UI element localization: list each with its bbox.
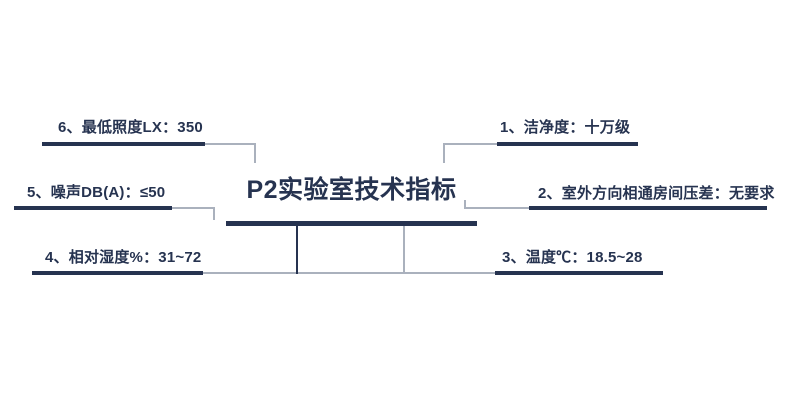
connector-item-5-horizontal [172,207,215,209]
central-topic-underline [226,221,477,226]
node-item-2-pressure-difference: 2、室外方向相通房间压差：无要求 [538,185,775,202]
connector-item-2-elbow [464,200,466,209]
node-item-2-underline [529,206,767,210]
connector-bridge-right-vertical [403,226,405,274]
connector-item-2-horizontal [464,207,529,209]
connector-item-1-elbow [443,143,445,163]
node-item-5-underline [14,206,172,210]
node-item-5-noise: 5、噪声DB(A)：≤50 [27,184,166,201]
connector-item-6-elbow [254,143,256,163]
node-item-4-underline [32,271,203,275]
connector-bottom-bridge [203,272,495,274]
node-item-1-underline [497,142,638,146]
node-item-6-underline [42,142,205,146]
node-item-3-underline [495,271,663,275]
connector-item-1-horizontal [443,143,497,145]
node-item-4-relative-humidity: 4、相对湿度%：31~72 [45,249,202,266]
connector-bridge-left-vertical [296,226,298,274]
node-item-6-minimum-illumination: 6、最低照度LX：350 [58,119,203,136]
central-topic-title: P2实验室技术指标 [246,176,457,204]
node-item-3-temperature: 3、温度℃：18.5~28 [502,249,643,266]
connector-item-6-horizontal [205,143,256,145]
node-item-1-cleanliness: 1、洁净度：十万级 [500,119,631,136]
connector-item-5-elbow [213,207,215,220]
